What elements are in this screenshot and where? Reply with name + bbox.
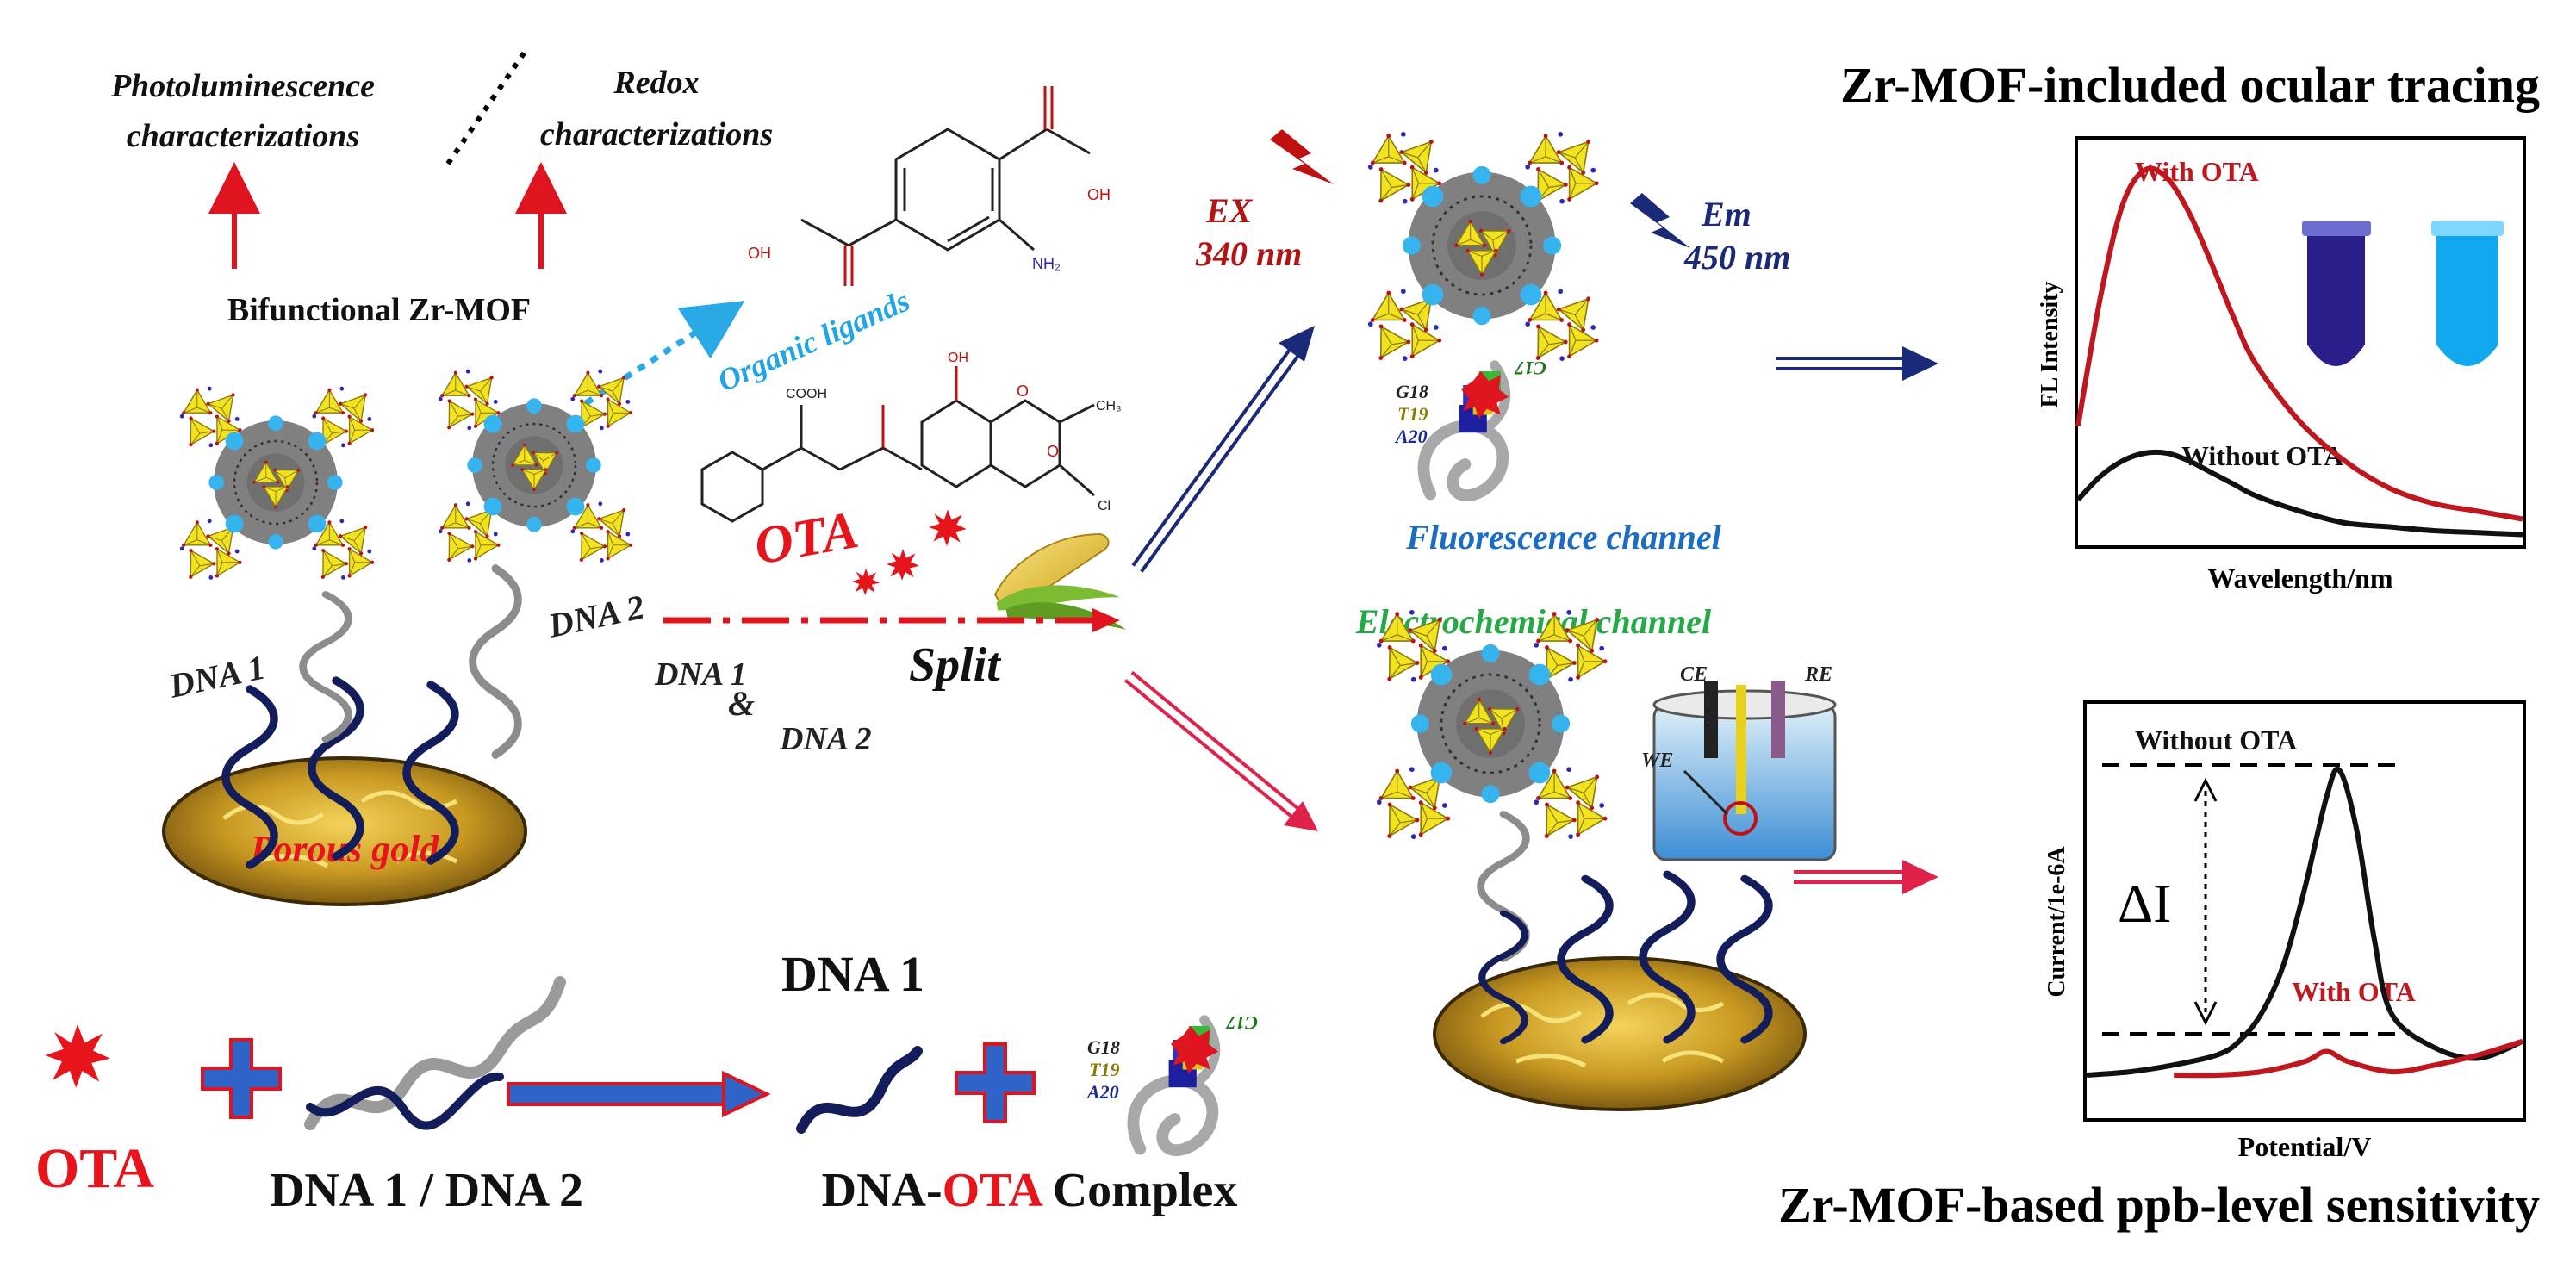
electrochemical-cell-icon — [1652, 681, 1837, 861]
dotted-arrow-to-ligand — [584, 301, 745, 406]
photoluminescence-label: Photoluminescence — [110, 68, 375, 104]
ota-label-middle: OTA — [750, 501, 863, 576]
dna1-label-left: DNA 1 — [165, 647, 269, 706]
plus-icon-1 — [201, 1038, 282, 1119]
fl-chart-xlabel: Wavelength/nm — [2207, 563, 2392, 594]
porous-gold-electrode: Porous gold — [162, 756, 527, 906]
residue-t19-top: T19 — [1397, 403, 1428, 425]
ota-burst-3 — [929, 509, 967, 546]
bottom-dna1-label: DNA 1 — [781, 946, 924, 1002]
fl-chart-ylabel: FL Intensity — [2037, 281, 2063, 407]
long-arrow-bottom — [507, 1070, 771, 1118]
dna-duplex-bottom — [304, 976, 566, 1130]
corn-icon — [986, 530, 1127, 652]
ota-burst-2 — [887, 549, 919, 581]
dna1-strand-bottom — [796, 1046, 923, 1134]
electrode-right — [1433, 956, 1807, 1111]
cv-series-with-ota — [2174, 1038, 2523, 1079]
vial-bright-icon — [2431, 221, 2504, 366]
ce-label: CE — [1680, 663, 1708, 686]
ota-ch3: CH₃ — [1096, 399, 1122, 414]
residue-a20-bottom: A20 — [1086, 1081, 1119, 1103]
cv-chart-frame — [2083, 700, 2526, 1122]
organic-ligands-label: Organic ligands — [712, 283, 915, 399]
ota-burst-bottom — [45, 1024, 110, 1088]
divider-dotted — [445, 47, 530, 165]
arrow-to-fluorescence — [1131, 326, 1315, 573]
cv-label-without-ota: Without OTA — [2135, 725, 2297, 756]
em-wavelength: 450 nm — [1683, 238, 1790, 277]
residue-c17-top: C17 — [1514, 358, 1546, 379]
em-label: Em — [1701, 195, 1752, 233]
fluorescence-channel-label: Fluorescence channel — [1405, 518, 1721, 557]
residue-g18-bottom: G18 — [1087, 1036, 1120, 1058]
complex-dna-part: DNA- — [822, 1164, 943, 1217]
ota-burst-1 — [852, 568, 880, 595]
double-arrow-to-fl-chart — [1776, 346, 1938, 381]
dna2-label-left: DNA 2 — [544, 587, 648, 645]
residue-c17-bottom: C17 — [1225, 1012, 1258, 1034]
ota-structure — [700, 366, 1095, 523]
title-ocular-tracing: Zr-MOF-included ocular tracing — [1840, 57, 2540, 113]
residue-a20-top: A20 — [1394, 426, 1428, 447]
redox-label: Redox — [613, 65, 699, 101]
mof-left-1 — [177, 384, 378, 580]
aptamer-complex-top — [1423, 365, 1509, 495]
delta-i-label: ΔI — [2118, 873, 2171, 934]
current-potential-chart: ΔI Current/1e-6A Potential/V Without OTA… — [2044, 700, 2526, 1162]
fl-series-with-ota — [2075, 165, 2523, 522]
split-ampersand: & — [728, 684, 755, 723]
title-ppb-sensitivity: Zr-MOF-based ppb-level sensitivity — [1778, 1177, 2540, 1233]
ligand-oh-left: OH — [748, 245, 771, 262]
mof-electrochemical — [1373, 606, 1613, 839]
ota-cl: Cl — [1098, 499, 1111, 513]
cv-chart-xlabel: Potential/V — [2238, 1131, 2372, 1162]
ligand-nh2: NH₂ — [1032, 255, 1061, 272]
bottom-dna-pair-label: DNA 1 / DNA 2 — [270, 1164, 583, 1217]
ota-oh: OH — [948, 351, 968, 365]
bottom-ota-label: OTA — [35, 1137, 154, 1200]
ligand-oh-top: OH — [1087, 186, 1111, 203]
redox-label-line2: characterizations — [540, 116, 773, 152]
cv-label-with-ota: With OTA — [2292, 976, 2416, 1007]
characterization-labels: Photoluminescence characterizations Redo… — [110, 47, 773, 328]
ex-wavelength: 340 nm — [1195, 234, 1302, 273]
complex-rest-part: Complex — [1041, 1164, 1238, 1217]
split-dna1-label: DNA 1 — [654, 656, 747, 693]
mof-left-2 — [435, 367, 637, 563]
ota-o-top: O — [1017, 382, 1029, 400]
split-dna2-label: DNA 2 — [779, 721, 872, 757]
fl-series-without-ota — [2075, 449, 2523, 538]
mof-fluorescence — [1365, 128, 1604, 361]
double-arrow-to-cv-chart — [1794, 860, 1938, 894]
cv-chart-ylabel: Current/1e-6A — [2044, 846, 2070, 998]
split-arrowhead — [1092, 608, 1120, 632]
bifunctional-zr-mof-label: Bifunctional Zr-MOF — [227, 292, 531, 328]
lightning-red-icon — [1270, 129, 1334, 184]
organic-ligand-structure — [800, 86, 1091, 286]
complex-ota-part: OTA — [943, 1164, 1044, 1217]
photoluminescence-label-line2: characterizations — [127, 118, 359, 154]
ota-cooh: COOH — [786, 387, 827, 401]
we-label: WE — [1641, 749, 1673, 772]
fl-label-without-ota: Without OTA — [2181, 440, 2343, 471]
arrow-to-electrochemical — [1123, 670, 1318, 831]
ota-o-ring: O — [1047, 443, 1059, 460]
fl-intensity-chart: FL Intensity Wavelength/nm With OTA With… — [2037, 136, 2526, 594]
vial-dark-icon — [2302, 221, 2371, 366]
split-label: Split — [909, 638, 1001, 692]
cv-series-without-ota — [2086, 766, 2524, 1078]
ex-label: EX — [1205, 191, 1254, 230]
residue-t19-bottom: T19 — [1089, 1059, 1119, 1080]
re-label: RE — [1804, 663, 1832, 686]
bottom-complex-label: DNA-OTA Complex — [822, 1164, 1238, 1217]
aptamer-complex-bottom — [1133, 1020, 1218, 1150]
lightning-blue-icon — [1630, 193, 1690, 248]
plus-icon-2 — [955, 1042, 1036, 1123]
residue-g18-top: G18 — [1396, 381, 1428, 402]
